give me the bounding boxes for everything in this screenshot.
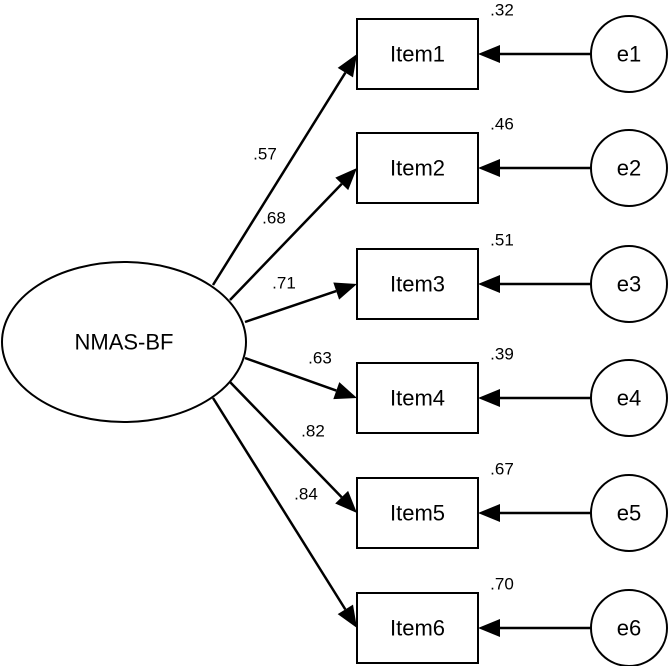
- latent-label: NMAS-BF: [75, 330, 174, 355]
- item4-label: Item4: [390, 386, 445, 411]
- error-path-e1-arrowhead: [478, 45, 500, 63]
- item2-label: Item2: [390, 156, 445, 181]
- error-e6-label: e6: [617, 616, 641, 641]
- error-e4-label: e4: [617, 386, 641, 411]
- item5-label: Item5: [390, 501, 445, 526]
- error-e1-circle: [590, 15, 668, 93]
- error-e6-circle: [590, 589, 668, 666]
- error-e2-label: e2: [617, 156, 641, 181]
- item1-r2: .32: [490, 1, 514, 20]
- item5-r2: .67: [490, 460, 514, 479]
- loading-path-item5-arrowhead: [335, 490, 357, 513]
- error-e2-circle: [590, 129, 668, 207]
- loading-path-item6: [211, 397, 347, 611]
- item5-box: [356, 477, 479, 549]
- latent-ellipse: [1, 261, 247, 423]
- error-e3-label: e3: [617, 272, 641, 297]
- item4-box: [356, 362, 479, 434]
- item4-r2: .39: [490, 345, 514, 364]
- loading-paths: [211, 54, 357, 628]
- loading-path-item1: [211, 72, 347, 286]
- error-e5-label: e5: [617, 501, 641, 526]
- item6-label: Item6: [390, 616, 445, 641]
- error-e3-circle: [590, 245, 668, 323]
- item6-r2: .70: [490, 575, 514, 594]
- latent-factor: NMAS-BF: [1, 261, 247, 423]
- item3-box: [356, 248, 479, 320]
- loading-path-item2: [229, 182, 343, 301]
- loading-path-item2-arrowhead: [335, 168, 357, 191]
- error-e4-circle: [590, 359, 668, 437]
- error-e1-label: e1: [617, 42, 641, 67]
- error-e5-circle: [590, 474, 668, 552]
- loading-path-item1-arrowhead: [337, 54, 357, 78]
- item5-loading: .82: [301, 422, 325, 441]
- item4-loading: .63: [308, 349, 332, 368]
- item2-r2: .46: [490, 115, 514, 134]
- loading-path-item4: [244, 356, 337, 392]
- loading-path-item3-arrowhead: [333, 282, 357, 300]
- item1-label: Item1: [390, 42, 445, 67]
- error-path-e2-arrowhead: [478, 159, 500, 177]
- item6-box: [356, 592, 479, 664]
- loading-path-item6-arrowhead: [337, 604, 357, 628]
- loading-path-item4-arrowhead: [333, 382, 357, 400]
- loading-path-item5: [229, 381, 343, 499]
- loading-path-item3: [244, 289, 337, 324]
- item1-loading: .57: [253, 145, 277, 164]
- item2-loading: .68: [262, 209, 286, 228]
- error-path-e3-arrowhead: [478, 275, 500, 293]
- item6-loading: .84: [294, 485, 318, 504]
- error-path-e6-arrowhead: [478, 619, 500, 637]
- item2-box: [356, 132, 479, 204]
- item1-box: [356, 18, 479, 90]
- item3-loading: .71: [272, 274, 296, 293]
- item3-r2: .51: [490, 231, 514, 250]
- item3-label: Item3: [390, 272, 445, 297]
- error-paths: [478, 45, 591, 637]
- error-path-e5-arrowhead: [478, 504, 500, 522]
- error-path-e4-arrowhead: [478, 389, 500, 407]
